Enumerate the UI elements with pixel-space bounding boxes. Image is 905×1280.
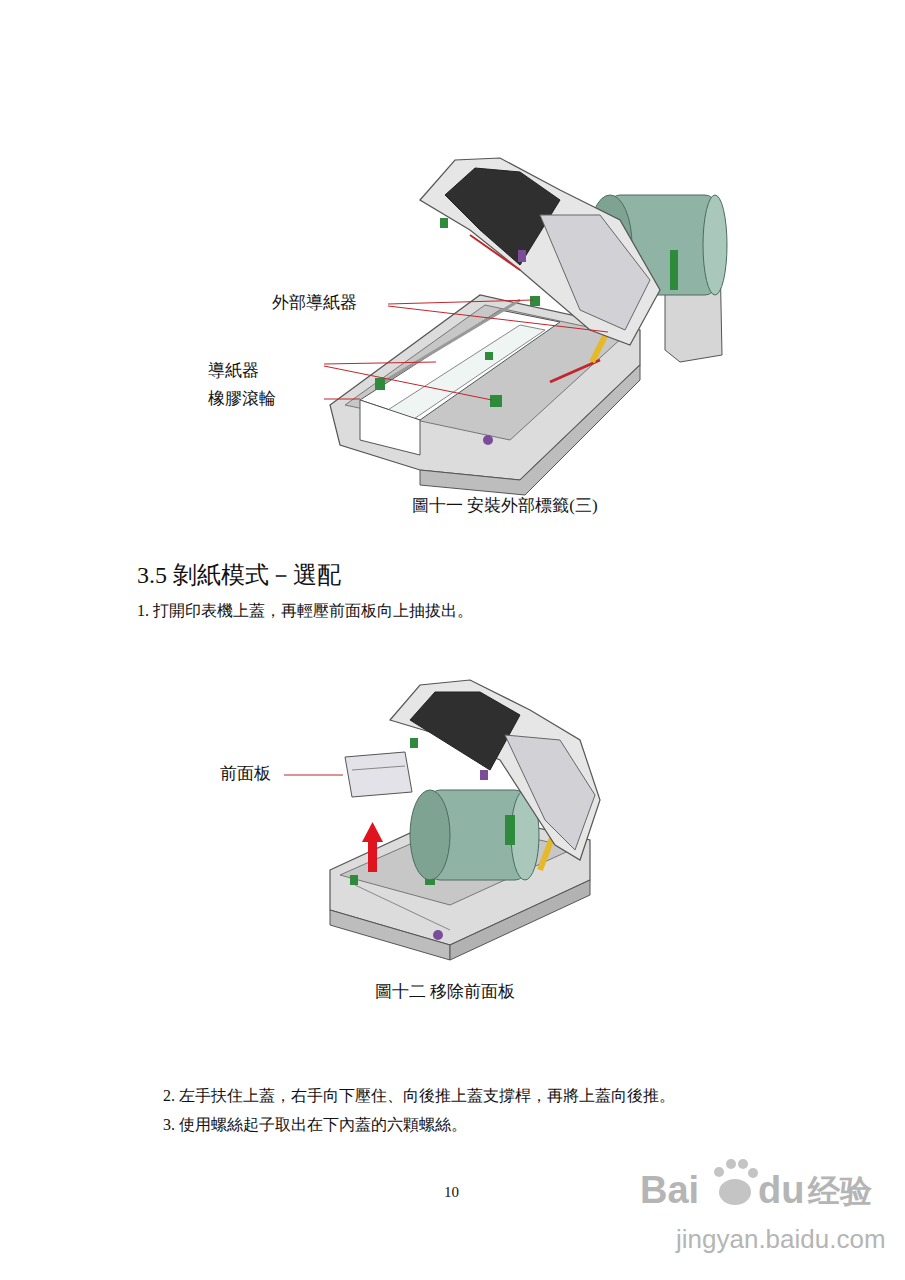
part-label: 前面板 <box>220 764 271 784</box>
part-label: 導紙器 <box>208 361 259 381</box>
printer-figure-12 <box>284 680 600 960</box>
step-text: 3. 使用螺絲起子取出在下內蓋的六顆螺絲。 <box>163 1115 467 1134</box>
figure-caption: 圖十二 移除前面板 <box>375 982 515 1002</box>
watermark-text: 经验 <box>808 1172 872 1210</box>
section-heading: 3.5 剝紙模式－選配 <box>137 561 341 590</box>
part-label: 橡膠滾輪 <box>208 389 276 409</box>
printer-figure-11 <box>324 158 727 495</box>
watermark-text: du <box>758 1168 804 1214</box>
watermark-paw <box>714 1159 758 1205</box>
step-text: 2. 左手扶住上蓋，右手向下壓住、向後推上蓋支撐桿，再將上蓋向後推。 <box>163 1086 675 1105</box>
watermark-text: jingyan.baidu.com <box>676 1224 886 1255</box>
figure-caption: 圖十一 安裝外部標籤(三) <box>412 496 598 516</box>
part-label: 外部導紙器 <box>272 293 357 313</box>
step-text: 1. 打開印表機上蓋，再輕壓前面板向上抽拔出。 <box>137 601 473 620</box>
watermark-text: Bai <box>640 1168 699 1214</box>
page-number: 10 <box>444 1183 459 1201</box>
